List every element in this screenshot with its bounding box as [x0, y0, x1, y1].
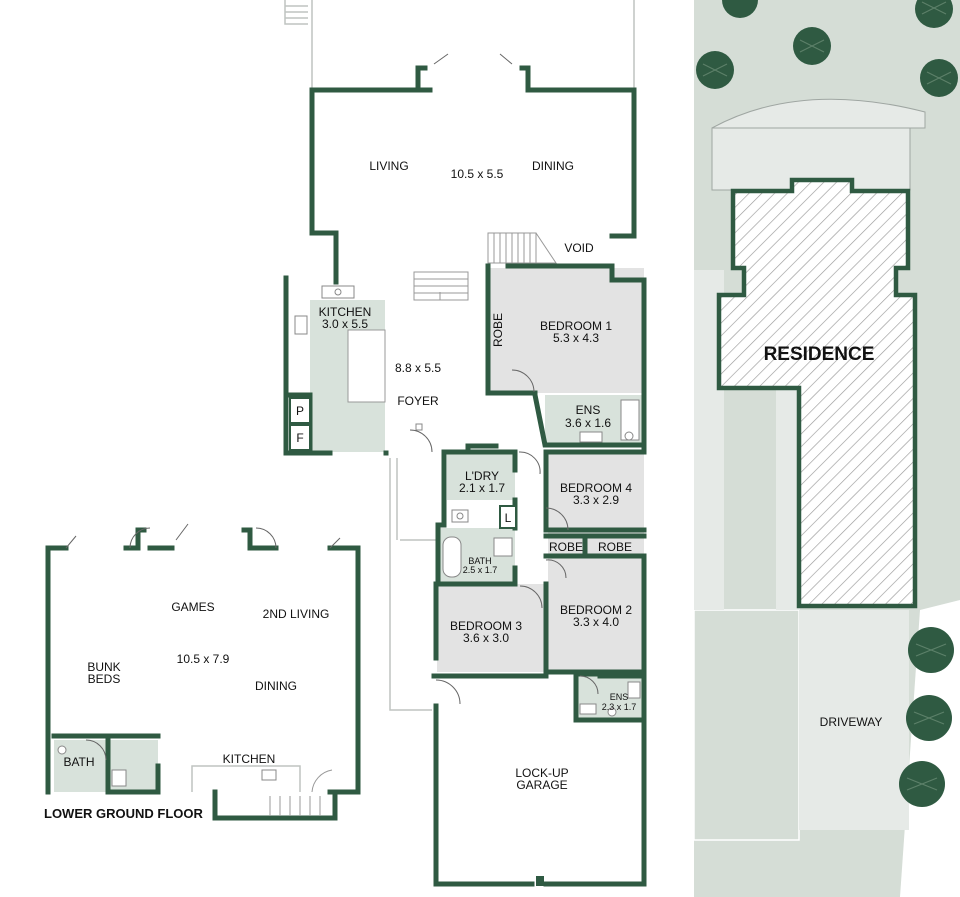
- pantry-box[interactable]: [289, 397, 311, 424]
- bath-label: BATH: [468, 556, 491, 566]
- ens-1-dims: 3.6 x 1.6: [565, 416, 611, 430]
- bedroom-3-label: BEDROOM 3: [450, 619, 522, 633]
- fridge-box[interactable]: [289, 424, 311, 451]
- laundry-area[interactable]: [447, 452, 515, 500]
- bedroom-4-label: BEDROOM 4: [560, 481, 632, 495]
- deck-lines: [311, 0, 635, 90]
- deck-outline: [711, 98, 926, 129]
- robe-2-label: ROBE: [549, 540, 583, 554]
- lower-door-swings: [65, 523, 341, 761]
- robe-2-area[interactable]: [548, 538, 585, 556]
- lower-bath-label: BATH: [63, 755, 94, 769]
- laundry-walls: [435, 443, 518, 587]
- living-dims: 10.5 x 5.5: [451, 167, 504, 181]
- garage-walls: [431, 673, 647, 887]
- laundry-dims: 2.1 x 1.7: [459, 481, 505, 495]
- laundry-label: L'DRY: [465, 469, 499, 483]
- side-path-2: [776, 390, 800, 610]
- tree-icon: [722, 0, 758, 18]
- lower-floor-plan: GAMES 2ND LIVING 10.5 x 7.9 BUNK BEDS DI…: [44, 523, 361, 821]
- fridge-label: F: [296, 431, 303, 445]
- garage-door-marker: [536, 876, 544, 886]
- kitchen-dims: 3.0 x 5.5: [322, 317, 368, 331]
- side-path-lines: [389, 458, 436, 711]
- residence-footprint[interactable]: [716, 177, 918, 609]
- bedroom-1-area[interactable]: [508, 268, 644, 393]
- pantry-label: P: [296, 404, 304, 418]
- ens-2-label: ENS: [610, 692, 629, 702]
- main-floor-plan: LIVING 10.5 x 5.5 DINING VOID KITCHEN 3.…: [283, 0, 647, 887]
- ens-2-walls: [573, 671, 647, 723]
- tree-texture: [702, 1, 952, 791]
- robe-walls: [543, 533, 647, 559]
- ens-1-walls: [532, 392, 647, 448]
- bedroom-2-area[interactable]: [548, 556, 644, 672]
- lower-kitchen-counter: [191, 765, 301, 792]
- void-label: VOID: [564, 241, 594, 255]
- garage-label-2: GARAGE: [516, 778, 567, 792]
- linen-box[interactable]: [499, 505, 517, 529]
- kitchen-island: [347, 329, 386, 403]
- robe-3-area[interactable]: [587, 538, 644, 556]
- foyer-label: FOYER: [397, 394, 439, 408]
- lower-floor-title: LOWER GROUND FLOOR: [44, 806, 203, 821]
- living-door-frames: [415, 65, 531, 93]
- ens-2-dims: 2.3 x 1.7: [602, 702, 637, 712]
- kitchen-label: KITCHEN: [319, 305, 372, 319]
- site-plan: DRIVEWAY RESIDENCE: [693, 0, 960, 897]
- lower-fixtures: [57, 745, 277, 787]
- bedroom-2-label: BEDROOM 2: [560, 603, 632, 617]
- bunk-beds-label-1: BUNK: [87, 660, 120, 674]
- robe-3-label: ROBE: [598, 540, 632, 554]
- lower-stairs-icon: [269, 769, 333, 816]
- dining-label: DINING: [532, 159, 574, 173]
- tree-icon: [915, 0, 953, 28]
- lower-kitchen-label: KITCHEN: [223, 752, 276, 766]
- garage-label-1: LOCK-UP: [515, 766, 568, 780]
- bedroom-4-dims: 3.3 x 2.9: [573, 493, 619, 507]
- living-label: LIVING: [369, 159, 408, 173]
- site-boundary-white: [900, 600, 960, 897]
- lower-bottom-wall: [212, 789, 361, 821]
- driveway-label: DRIVEWAY: [820, 715, 883, 729]
- bath-dims: 2.5 x 1.7: [463, 565, 498, 575]
- residence-label: RESIDENCE: [764, 344, 875, 365]
- lower-walls: [45, 527, 361, 795]
- linen-label: L: [505, 511, 512, 525]
- bed-3-walls: [433, 553, 647, 675]
- stair-top: [284, 0, 308, 25]
- bunk-beds-label-2: BEDS: [88, 672, 121, 686]
- door-swings: [409, 53, 599, 705]
- fixtures: [294, 285, 641, 717]
- bedroom-1-label: BEDROOM 1: [540, 319, 612, 333]
- stairs-icon: [413, 232, 557, 301]
- bedroom-4-walls: [543, 449, 647, 533]
- bedroom-1-dims: 5.3 x 4.3: [553, 331, 599, 345]
- stair-void-walls: [485, 263, 647, 455]
- robe-1-area[interactable]: [490, 268, 508, 393]
- bedroom-2-dims: 3.3 x 4.0: [573, 615, 619, 629]
- foyer-dims: 8.8 x 5.5: [395, 361, 441, 375]
- bedroom-4-area[interactable]: [548, 452, 644, 536]
- front-paving: [693, 609, 800, 841]
- robe-1-label: ROBE: [491, 313, 505, 347]
- lower-dims: 10.5 x 7.9: [177, 652, 230, 666]
- bedroom-3-dims: 3.6 x 3.0: [463, 631, 509, 645]
- bedroom-3-area[interactable]: [437, 584, 547, 672]
- driveway-area[interactable]: [799, 610, 909, 830]
- living-walls: [309, 87, 637, 285]
- lower-dining-label: DINING: [255, 679, 297, 693]
- ens-1-label: ENS: [576, 403, 601, 417]
- games-label: GAMES: [171, 600, 214, 614]
- second-living-label: 2ND LIVING: [263, 607, 330, 621]
